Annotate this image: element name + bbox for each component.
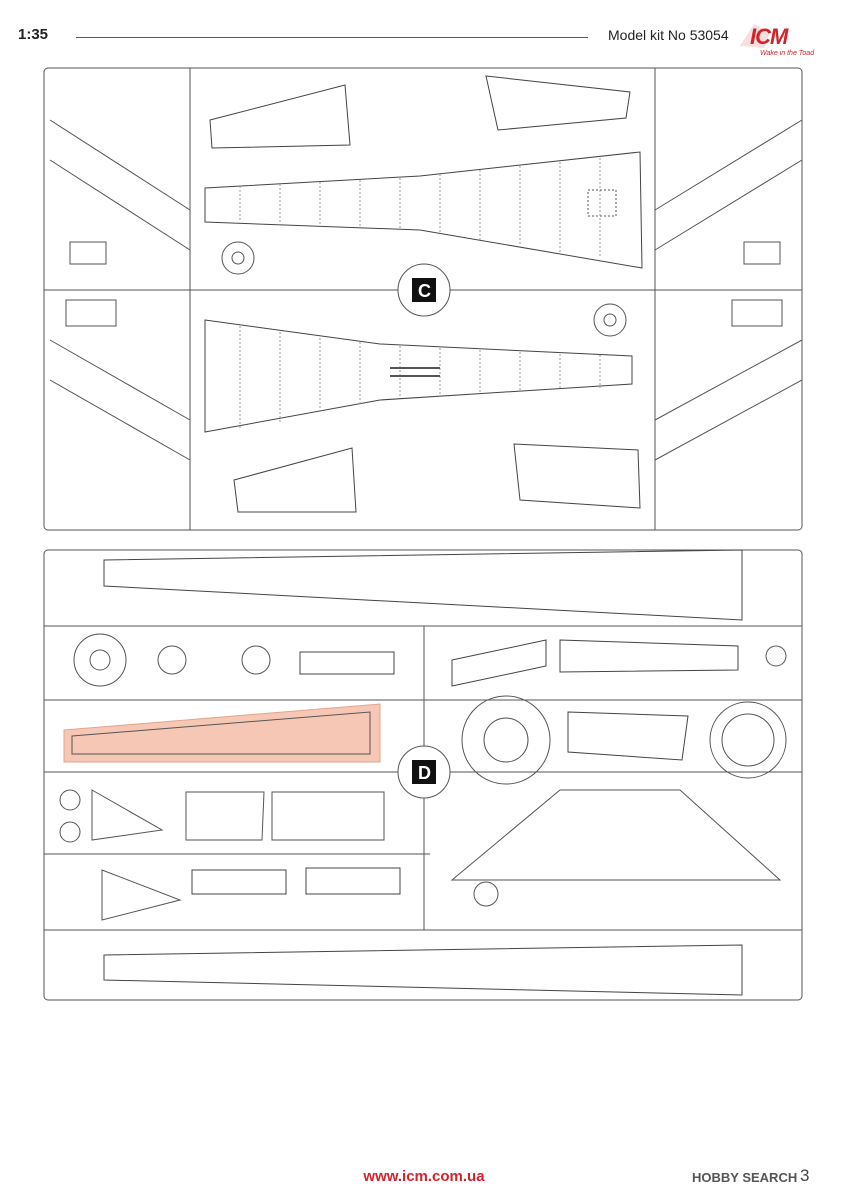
- icm-logo: ICM Wake in the Toad: [734, 18, 834, 64]
- page-number: 3: [800, 1166, 810, 1185]
- sprue-c: C: [43, 67, 803, 531]
- website-link[interactable]: www.icm.com.ua: [363, 1168, 485, 1185]
- sprue-d: D: [43, 549, 803, 1001]
- logo-text: ICM: [750, 24, 788, 49]
- wing-upper: [204, 151, 643, 269]
- model-kit-label: Model kit No 53054: [608, 27, 729, 43]
- sprue-d-letter: D: [418, 763, 431, 783]
- sprue-c-letter: C: [418, 281, 431, 301]
- logo-mark-icon: [740, 24, 770, 48]
- sprue-d-label-box: [412, 760, 436, 784]
- header-rule: [76, 37, 588, 38]
- watermark: HOBBY SEARCH: [692, 1170, 798, 1185]
- sprue-c-label-box: [412, 278, 436, 302]
- logo-tagline: Wake in the Toad: [760, 50, 815, 57]
- scale-label: 1:35: [18, 26, 49, 43]
- highlighted-part-11: [63, 703, 381, 763]
- wing-lower: [204, 319, 633, 433]
